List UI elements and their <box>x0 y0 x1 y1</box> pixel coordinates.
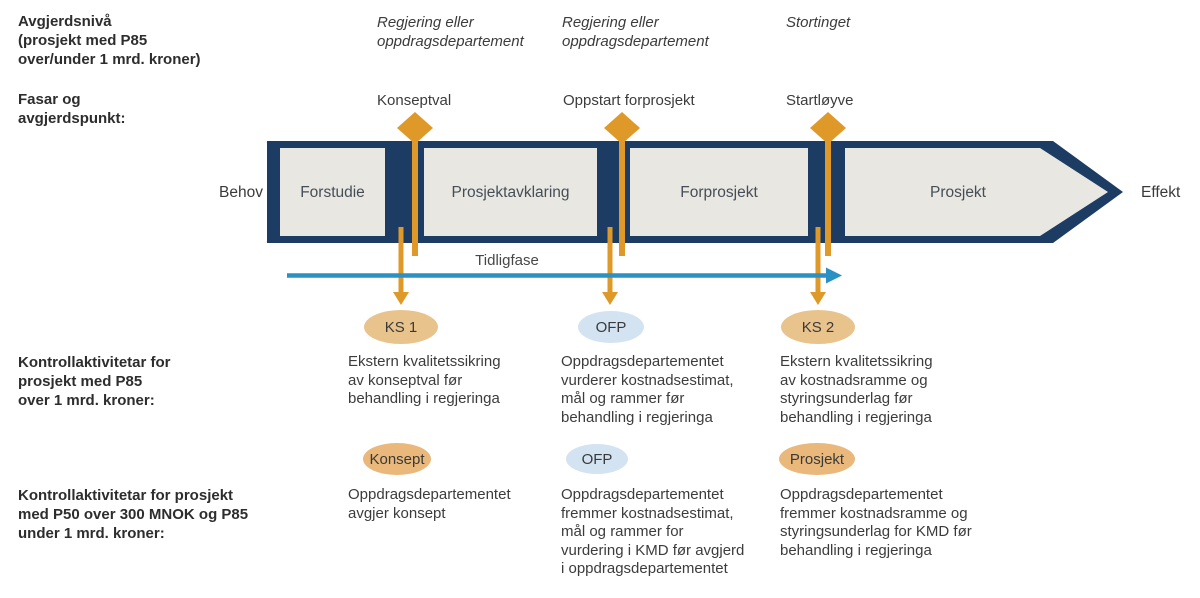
phases-heading: Fasar og avgjerdspunkt: <box>18 91 126 127</box>
phase-box-forstudie <box>280 148 385 236</box>
qa-small-col-2: Oppdragsdepartementet fremmer kostnadses… <box>561 486 745 577</box>
decision-point-label-konseptval: Konseptval <box>377 92 452 109</box>
phase-arrow-prosjekt <box>845 148 1108 236</box>
phase-box-forprosjekt <box>630 148 808 236</box>
decision-body-1: Regjering eller oppdragsdepartement <box>377 14 524 50</box>
badge-ks1: KS 1 <box>364 310 438 344</box>
qa-large-col-1: Ekstern kvalitetssikring av konseptval f… <box>348 353 501 407</box>
badge-ofp-small: OFP <box>566 444 628 474</box>
badge-konsept: Konsept <box>363 443 431 475</box>
drop-arrowhead-ks1 <box>393 292 409 305</box>
decision-diamond-oppstart-forprosjekt <box>604 112 640 144</box>
decision-level-heading: Avgjerdsnivå (prosjekt med P85 over/unde… <box>18 13 201 68</box>
badge-ks2: KS 2 <box>781 310 855 344</box>
decision-diamond-konseptval <box>397 112 433 144</box>
decision-point-label-oppstart-forprosjekt: Oppstart forprosjekt <box>563 92 695 109</box>
phase-box-prosjektavklaring <box>424 148 597 236</box>
qa-large-heading: Kontrollaktivitetar for prosjekt med P85… <box>18 354 171 409</box>
decision-point-label-startloyve: Startløyve <box>786 92 854 109</box>
qa-large-col-3: Ekstern kvalitetssikring av kostnadsramm… <box>780 353 933 426</box>
phase-label-forprosjekt: Forprosjekt <box>680 184 758 201</box>
phase-label-prosjektavklaring: Prosjektavklaring <box>451 184 570 201</box>
input-label: Behov <box>219 184 263 201</box>
badge-prosjekt: Prosjekt <box>779 443 855 475</box>
qa-small-heading: Kontrollaktivitetar for prosjekt med P50… <box>18 487 249 542</box>
output-label: Effekt <box>1141 184 1181 201</box>
decision-diamond-startloyve <box>810 112 846 144</box>
decision-body-2: Regjering eller oppdragsdepartement <box>562 14 709 50</box>
phase-label-prosjekt: Prosjekt <box>930 184 986 201</box>
decision-body-3: Stortinget <box>786 14 851 31</box>
drop-arrowhead-ofp <box>602 292 618 305</box>
timeline-label: Tidligfase <box>475 252 539 269</box>
phase-label-forstudie: Forstudie <box>300 184 365 201</box>
badge-ofp-large: OFP <box>578 311 644 343</box>
timeline-arrowhead <box>826 267 842 284</box>
qa-small-col-1: Oppdragsdepartementet avgjer konsept <box>348 486 511 522</box>
qa-large-col-2: Oppdragsdepartementet vurderer kostnadse… <box>561 353 734 426</box>
qa-small-col-3: Oppdragsdepartementet fremmer kostnadsra… <box>780 486 972 559</box>
drop-arrowhead-ks2 <box>810 292 826 305</box>
